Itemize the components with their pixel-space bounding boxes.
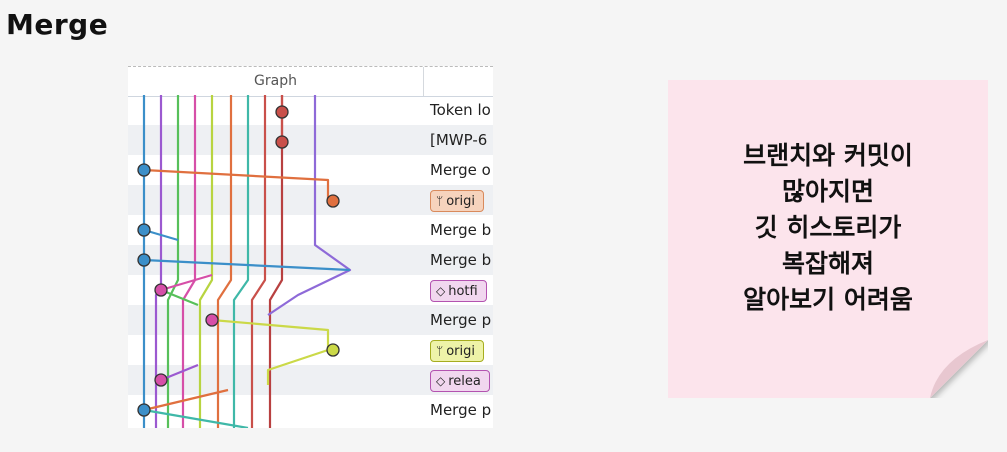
commit-node	[137, 253, 151, 267]
merge-pink	[160, 273, 213, 292]
graph-column-header[interactable]: Graph	[128, 67, 424, 96]
commit-row[interactable]: Merge b	[128, 245, 493, 275]
commit-row[interactable]: Token lo	[128, 95, 493, 125]
note-text: 브랜치와 커밋이 많아지면 깃 히스토리가 복잡해져 알아보기 어려움	[668, 138, 988, 318]
commit-node	[326, 343, 340, 357]
lane-pink	[181, 95, 197, 428]
branch-label: origi	[446, 194, 475, 209]
note-line: 깃 히스토리가	[754, 213, 902, 242]
branch-icon: ᛘ	[436, 194, 444, 208]
commit-graph	[137, 95, 352, 428]
lane-teal	[232, 95, 250, 428]
lane-red	[250, 95, 267, 428]
branch-label: origi	[446, 344, 475, 359]
commit-message: [MWP-6	[430, 131, 488, 149]
version-tag[interactable]: ◇hotfi	[430, 280, 487, 302]
commit-node	[154, 373, 168, 387]
merge-orange	[143, 168, 330, 200]
commit-message: Merge b	[430, 251, 492, 269]
commit-node	[154, 283, 168, 297]
merge-orange-low	[143, 388, 229, 412]
note-line: 복잡해져	[781, 249, 874, 278]
commit-row[interactable]: Merge b	[128, 215, 493, 245]
column-header: Graph	[128, 66, 493, 97]
commit-message: Merge o	[430, 161, 491, 179]
commit-node	[137, 163, 151, 177]
merge-teal-low	[143, 408, 249, 428]
tag-icon: ◇	[436, 374, 446, 388]
commit-message: Token lo	[430, 101, 491, 119]
tag-icon: ◇	[436, 284, 446, 298]
lane-green	[166, 95, 180, 428]
commit-row[interactable]: [MWP-6	[128, 125, 493, 155]
tag-label: relea	[448, 374, 481, 389]
merge-purple-low	[160, 363, 199, 382]
sticky-note: 브랜치와 커밋이 많아지면 깃 히스토리가 복잡해져 알아보기 어려움	[668, 80, 988, 398]
note-line: 브랜치와 커밋이	[743, 141, 913, 170]
commit-node	[137, 223, 151, 237]
note-line: 많아지면	[781, 177, 874, 206]
merge-green	[160, 288, 199, 307]
commit-node	[275, 135, 289, 149]
tag-label: hotfi	[448, 284, 478, 299]
commit-row[interactable]: ◇relea	[128, 365, 493, 395]
lane-lime	[198, 95, 214, 428]
commit-node	[326, 194, 340, 208]
lane-darkred	[268, 95, 284, 428]
note-line: 알아보기 어려움	[743, 285, 913, 314]
lane-orange	[216, 95, 233, 428]
sticky-note-paper	[668, 80, 988, 398]
commit-message: Merge p	[430, 401, 492, 419]
commit-node	[137, 403, 151, 417]
commit-message: Merge p	[430, 311, 492, 329]
version-tag[interactable]: ◇relea	[430, 370, 490, 392]
commit-node	[275, 105, 289, 119]
commit-node	[205, 313, 219, 327]
branch-icon: ᛘ	[436, 344, 444, 358]
merge-blue-long	[143, 258, 351, 272]
commit-message: Merge b	[430, 221, 492, 239]
commit-row[interactable]: Merge p	[128, 305, 493, 335]
commit-row[interactable]: Merge p	[128, 395, 493, 425]
commit-row[interactable]: Merge o	[128, 155, 493, 185]
commit-row[interactable]: ◇hotfi	[128, 275, 493, 305]
slide-title: Merge	[6, 8, 109, 41]
